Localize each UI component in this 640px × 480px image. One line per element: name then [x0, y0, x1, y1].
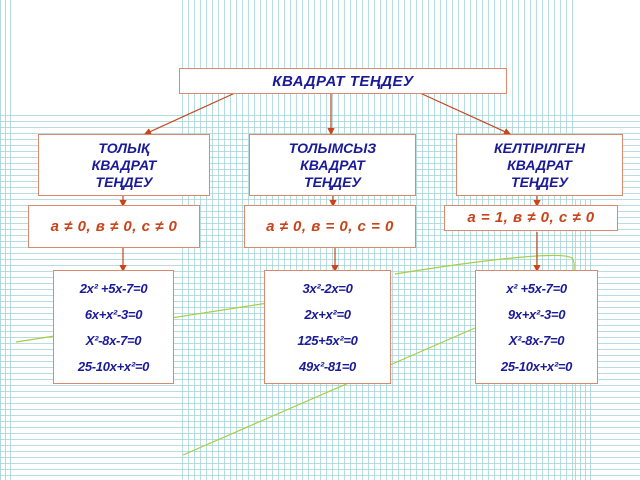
category-label-line: КЕЛТІРІЛГЕН: [493, 139, 586, 156]
category-label-line: КВАДРАТ: [507, 156, 572, 173]
equation: 2x+x²=0: [304, 306, 351, 322]
equation: X²-8x-7=0: [508, 332, 565, 348]
category-reduced: КЕЛТІРІЛГЕН КВАДРАТ ТЕҢДЕУ: [456, 134, 623, 196]
condition-reduced: a = 1, в ≠ 0, c ≠ 0: [444, 205, 618, 231]
equation: 25-10x+x²=0: [77, 358, 150, 374]
root-node: КВАДРАТ ТЕҢДЕУ: [179, 68, 507, 94]
equation: 3x²-2x=0: [302, 280, 353, 296]
equation: 2x² +5x-7=0: [79, 280, 148, 296]
condition-full: a ≠ 0, в ≠ 0, c ≠ 0: [28, 205, 200, 248]
equations-incomplete: 3x²-2x=0 2x+x²=0 125+5x²=0 49x²-81=0: [264, 270, 391, 384]
equation: X²-8x-7=0: [85, 332, 142, 348]
category-label-line: КВАДРАТ: [91, 156, 157, 173]
equations-reduced: x² +5x-7=0 9x+x²-3=0 X²-8x-7=0 25-10x+x²…: [475, 270, 598, 384]
root-label: КВАДРАТ ТЕҢДЕУ: [272, 72, 414, 90]
category-label-line: КВАДРАТ: [300, 156, 365, 173]
equations-full: 2x² +5x-7=0 6x+x²-3=0 X²-8x-7=0 25-10x+x…: [53, 270, 174, 384]
category-label-line: ТОЛЫҚ: [98, 139, 150, 156]
equation: 25-10x+x²=0: [500, 358, 573, 374]
condition-text: a ≠ 0, в ≠ 0, c ≠ 0: [50, 217, 178, 235]
condition-text: a = 1, в ≠ 0, c ≠ 0: [467, 209, 595, 226]
category-label-line: ТЕҢДЕУ: [304, 173, 361, 190]
equation: x² +5x-7=0: [506, 280, 567, 296]
category-label-line: ТЕҢДЕУ: [511, 173, 568, 190]
category-label-line: ТОЛЫМСЫЗ: [288, 139, 377, 156]
category-incomplete: ТОЛЫМСЫЗ КВАДРАТ ТЕҢДЕУ: [249, 134, 416, 196]
category-label-line: ТЕҢДЕУ: [95, 173, 153, 190]
category-full: ТОЛЫҚ КВАДРАТ ТЕҢДЕУ: [38, 134, 210, 196]
equation: 125+5x²=0: [297, 332, 358, 348]
background-grid-left-edge: [0, 0, 14, 480]
condition-text: a ≠ 0, в = 0, c = 0: [266, 217, 394, 235]
condition-incomplete: a ≠ 0, в = 0, c = 0: [244, 205, 416, 248]
equation: 49x²-81=0: [299, 358, 356, 374]
equation: 6x+x²-3=0: [84, 306, 143, 322]
equation: 9x+x²-3=0: [507, 306, 566, 322]
